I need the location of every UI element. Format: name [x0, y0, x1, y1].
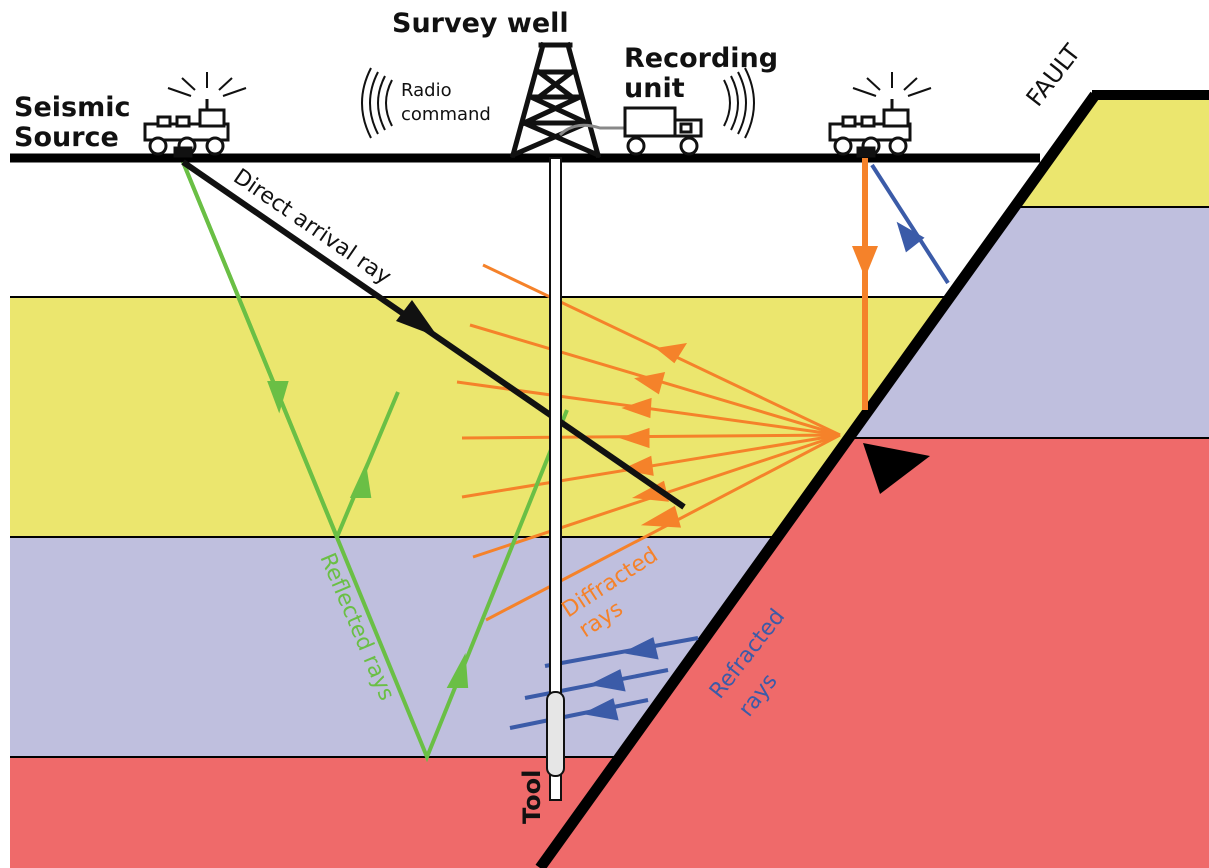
fault-label: FAULT: [1021, 39, 1087, 112]
seismic-source-label-1: Seismic: [14, 92, 130, 123]
fault-plane: [535, 91, 1100, 868]
radio-wave-right-icon: [723, 67, 755, 139]
tool-label: Tool: [518, 770, 546, 824]
direct-arrival-label: Direct arrival ray: [229, 164, 396, 290]
direct-arrival-ray: [181, 159, 686, 510]
left-strata: [10, 296, 948, 868]
downhole-tool: [546, 691, 565, 777]
survey-well-label: Survey well: [392, 8, 569, 39]
refracted-rays: [509, 163, 950, 730]
recording-unit-label-1: Recording: [624, 43, 778, 74]
seismic-source-label-2: Source: [14, 122, 119, 153]
radio-command-label-1: Radio: [401, 80, 452, 101]
receiver-truck-icon: [828, 72, 932, 158]
recording-unit-truck-icon: [623, 106, 703, 156]
recording-cable: [558, 123, 628, 137]
reflected-rays: [181, 161, 569, 763]
left-lavender-layer: [10, 537, 818, 757]
borehole: [546, 157, 565, 801]
fault-slip-arrow: [863, 443, 930, 494]
recording-unit-label-2: unit: [624, 73, 685, 104]
derrick-icon: [509, 41, 602, 159]
radio-command-label-2: command: [401, 104, 491, 125]
left-red-layer: [10, 757, 695, 868]
vertical-reflection-ray: [852, 158, 878, 410]
seismic-source-truck-icon: [143, 72, 247, 158]
radio-wave-left-icon: [361, 67, 393, 139]
